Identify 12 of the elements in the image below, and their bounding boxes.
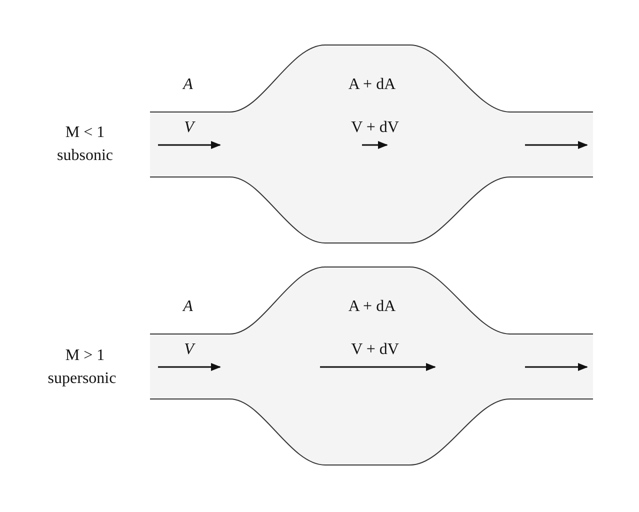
- mach-condition: M < 1: [65, 124, 105, 142]
- velocity-symbol: V: [184, 119, 194, 137]
- flow-regime-label: supersonic: [48, 370, 116, 388]
- velocity-label: V + dV: [351, 119, 399, 137]
- area-label: A + dA: [348, 298, 396, 316]
- velocity-symbol: V: [184, 341, 194, 359]
- area-symbol: A: [183, 76, 193, 94]
- mach-condition: M > 1: [65, 347, 105, 365]
- area-symbol: A: [183, 298, 193, 316]
- velocity-label: V + dV: [351, 341, 399, 359]
- area-label: A + dA: [348, 76, 396, 94]
- flow-regime-label: subsonic: [57, 147, 113, 165]
